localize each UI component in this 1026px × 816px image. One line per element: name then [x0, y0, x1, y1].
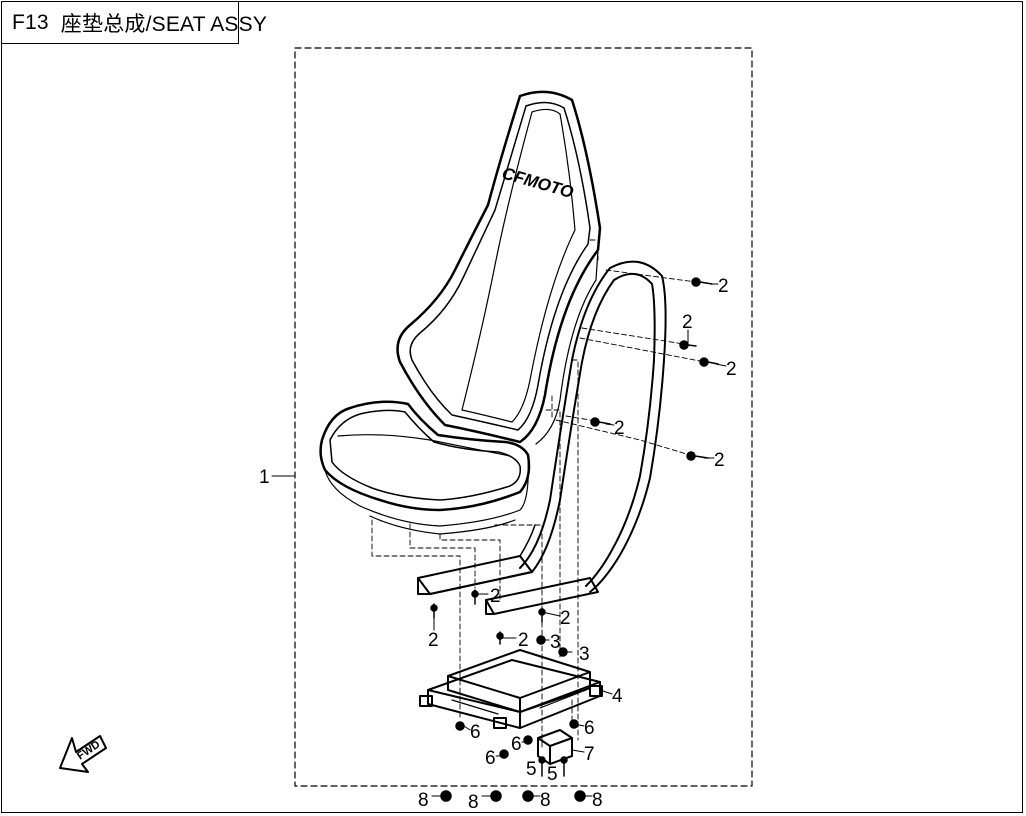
seat-logo: CFMOTO — [500, 164, 576, 202]
callout-2-g: 2 — [428, 630, 439, 651]
fasteners — [430, 277, 719, 802]
callout-8-c: 8 — [540, 790, 551, 811]
callout-2-c: 2 — [726, 359, 737, 380]
callout-5-a: 5 — [526, 759, 537, 780]
callout-7: 7 — [584, 744, 595, 765]
callout-8-d: 8 — [592, 790, 603, 811]
assembly-lines — [371, 239, 706, 749]
callout-5-b: 5 — [547, 764, 558, 785]
seat — [319, 90, 602, 535]
callout-4: 4 — [612, 686, 623, 707]
callout-6-d: 6 — [511, 734, 522, 755]
callout-2-a: 2 — [718, 276, 729, 297]
callout-2-b: 2 — [682, 312, 693, 333]
callout-6-b: 6 — [584, 718, 595, 739]
diagram-title: 座垫总成/SEAT ASSY — [60, 12, 268, 36]
seat-frame — [417, 260, 667, 615]
callout-3-a: 3 — [550, 632, 561, 653]
callout-2-h: 2 — [560, 608, 571, 629]
callout-6-a: 6 — [470, 722, 481, 743]
assembly-boundary — [294, 47, 753, 787]
callout-8-a: 8 — [418, 790, 429, 811]
seat-base-plate — [419, 649, 603, 729]
callout-2-f: 2 — [490, 586, 501, 607]
bracket — [537, 729, 573, 765]
callout-8-b: 8 — [468, 792, 479, 813]
callout-3-b: 3 — [579, 644, 590, 665]
leader-lines — [271, 283, 727, 797]
callout-2-d: 2 — [614, 418, 625, 439]
diagram-code: F13 — [12, 10, 49, 34]
fwd-arrow — [59, 735, 107, 773]
callout-2-e: 2 — [714, 450, 725, 471]
callout-6-c: 6 — [485, 748, 496, 769]
callout-1: 1 — [259, 467, 270, 488]
title-box: F13 座垫总成/SEAT ASSY — [1, 1, 267, 44]
callout-2-i: 2 — [518, 630, 529, 651]
